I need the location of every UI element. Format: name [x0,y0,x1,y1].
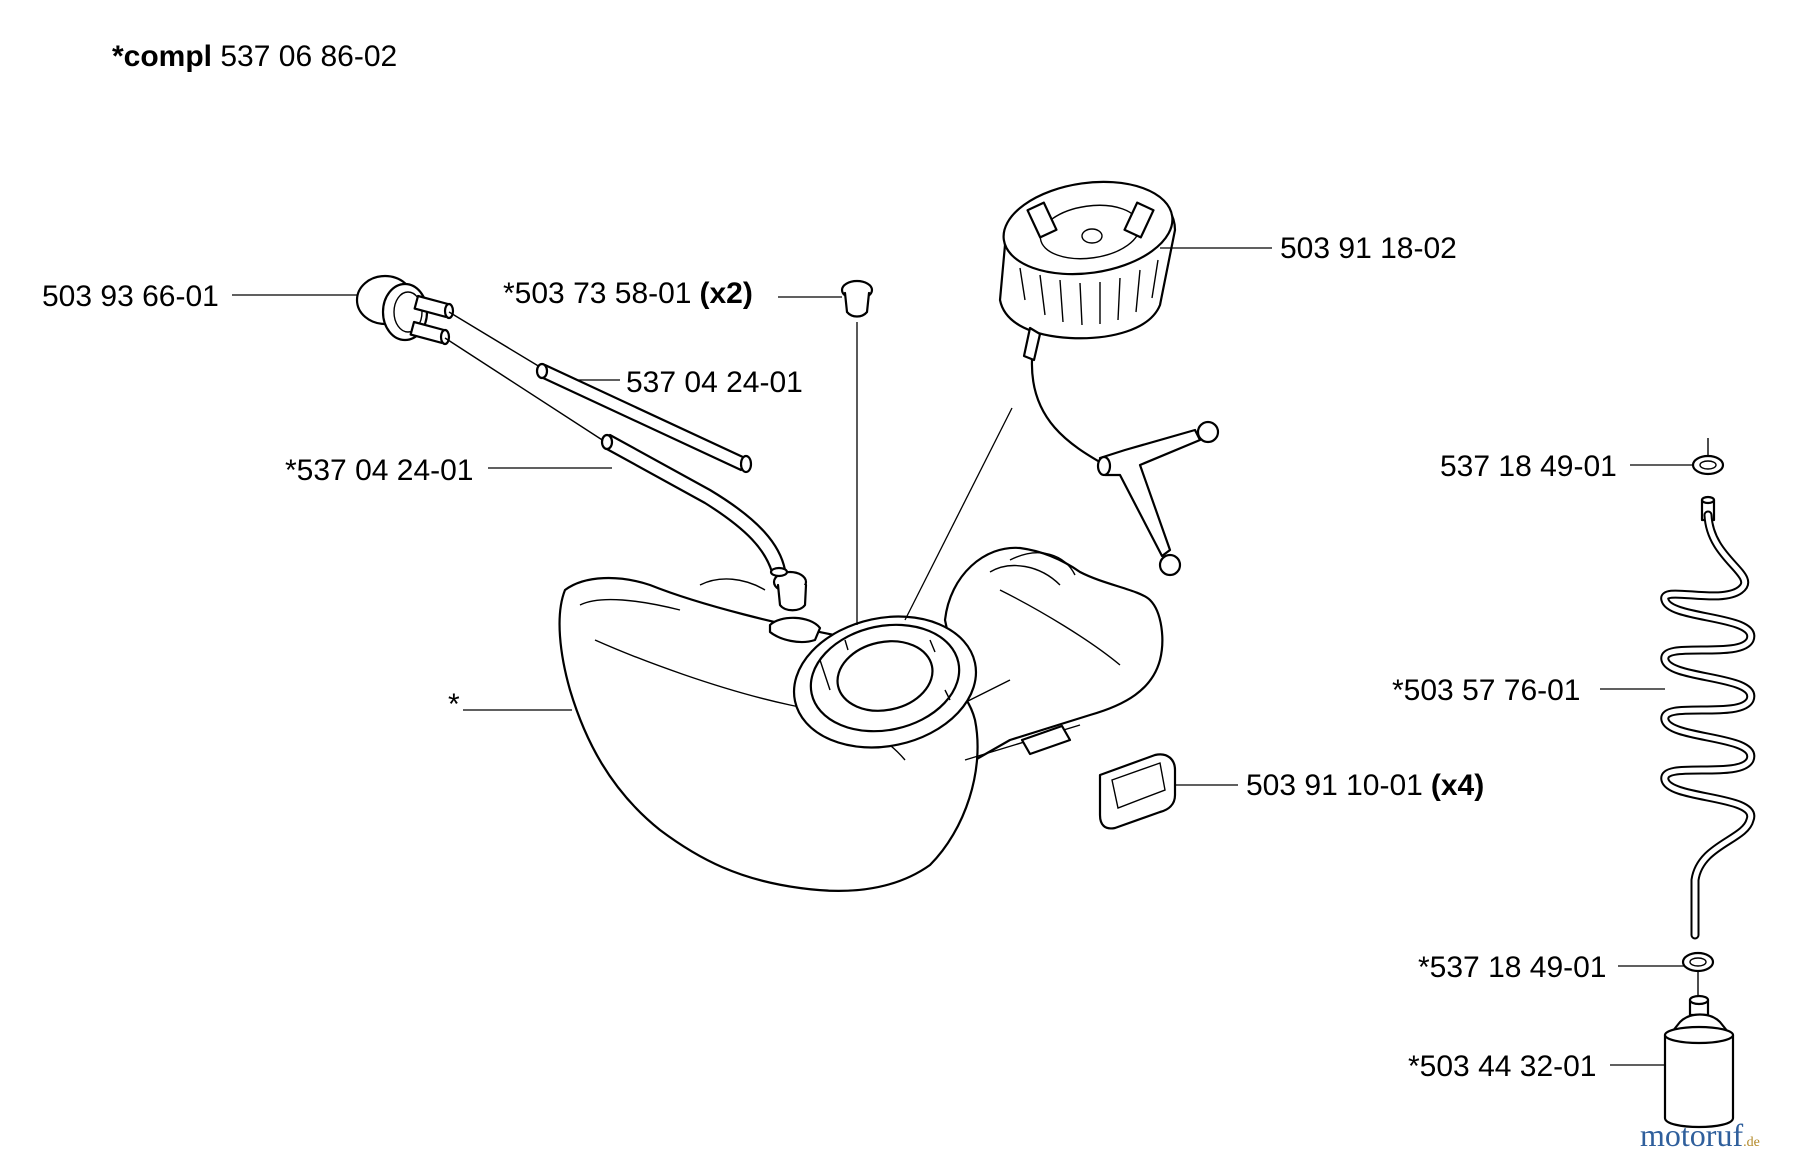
grommet-top-qty: (x2) [700,277,753,310]
callout-oring-top: 537 18 49-01 [1440,450,1617,483]
fuel-cap [998,180,1177,467]
fuel-filter [1663,994,1735,1129]
compl-number: 537 06 86-02 [212,40,397,73]
callout-tank: * [448,688,460,721]
watermark-logo: motoruf.de [1640,1117,1760,1153]
hose-lower [600,433,789,578]
watermark-brand: motoruf [1640,1117,1743,1153]
cap-retainer-strap [1096,420,1220,577]
watermark-tld: .de [1743,1135,1760,1150]
grommet-top [840,279,874,318]
rubber-buffer-qty: (x4) [1431,769,1484,802]
primer-bulb [355,274,455,346]
coil-hose [1660,495,1756,940]
callout-oring-bottom: *537 18 49-01 [1418,951,1607,984]
rubber-buffer [1020,724,1177,830]
oring-bottom [1681,951,1715,995]
oring-top [1691,438,1725,476]
fuel-tank [558,546,1164,892]
rubber-buffer-number: 503 91 10-01 [1246,769,1423,802]
cap-to-neck-line [904,407,1013,621]
assembly-complete-label: *compl 537 06 86-02 [112,40,397,73]
callout-fuel-filter: *503 44 32-01 [1408,1050,1597,1083]
tank-grommet [772,570,808,612]
compl-prefix: *compl [112,40,212,73]
callout-coil-hose: *503 57 76-01 [1392,674,1581,707]
callout-grommet-top: *503 73 58-01(x2) [503,277,753,310]
callout-hose-upper: 537 04 24-01 [626,366,803,399]
callout-primer-bulb: 503 93 66-01 [42,280,219,313]
callout-fuel-cap: 503 91 18-02 [1280,232,1457,265]
hose-upper [535,362,753,474]
callout-hose-lower: *537 04 24-01 [285,454,474,487]
grommet-top-number: *503 73 58-01 [503,277,692,310]
callout-rubber-buffer: 503 91 10-01(x4) [1246,769,1484,802]
